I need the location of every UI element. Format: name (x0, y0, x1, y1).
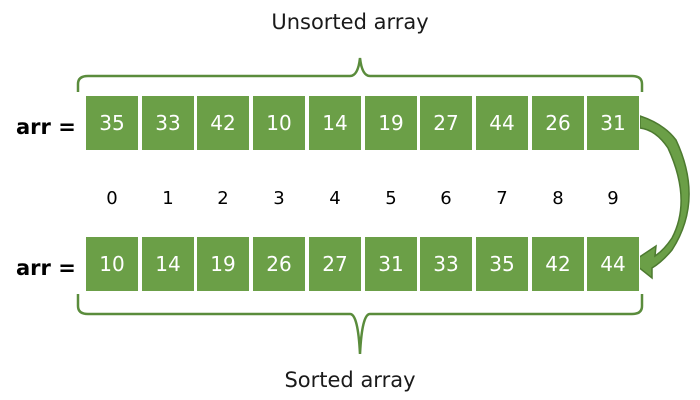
sorted-cell: 10 (85, 236, 139, 292)
sorted-cell: 26 (252, 236, 306, 292)
sorted-cell: 19 (196, 236, 250, 292)
sorted-cell: 42 (531, 236, 585, 292)
arr-label-bottom: arr = (16, 256, 76, 280)
index-label: 6 (440, 188, 452, 209)
index-label: 1 (162, 188, 174, 209)
index-label: 2 (217, 188, 229, 209)
unsorted-cell: 26 (531, 95, 585, 151)
unsorted-cell: 19 (364, 95, 418, 151)
arr-label-top: arr = (16, 115, 76, 139)
unsorted-cell: 44 (475, 95, 529, 151)
sorted-cell: 35 (475, 236, 529, 292)
unsorted-cell: 31 (586, 95, 640, 151)
unsorted-cell: 14 (308, 95, 362, 151)
unsorted-caption: Unsorted array (271, 10, 429, 34)
top-brace-icon (76, 57, 644, 92)
sorted-cell: 31 (364, 236, 418, 292)
index-label: 7 (496, 188, 508, 209)
unsorted-cell: 42 (196, 95, 250, 151)
index-label: 5 (385, 188, 397, 209)
index-label: 4 (329, 188, 341, 209)
unsorted-cell: 33 (141, 95, 195, 151)
sorted-cell: 33 (419, 236, 473, 292)
index-label: 3 (273, 188, 285, 209)
bottom-brace-icon (76, 294, 644, 355)
index-label: 9 (607, 188, 619, 209)
unsorted-cell: 35 (85, 95, 139, 151)
index-label: 8 (552, 188, 564, 209)
sorted-cell: 14 (141, 236, 195, 292)
sorted-cell: 44 (586, 236, 640, 292)
curved-arrow-icon (630, 114, 690, 280)
unsorted-cell: 27 (419, 95, 473, 151)
sorted-cell: 27 (308, 236, 362, 292)
index-label: 0 (106, 188, 118, 209)
unsorted-cell: 10 (252, 95, 306, 151)
sorted-caption: Sorted array (284, 368, 416, 392)
